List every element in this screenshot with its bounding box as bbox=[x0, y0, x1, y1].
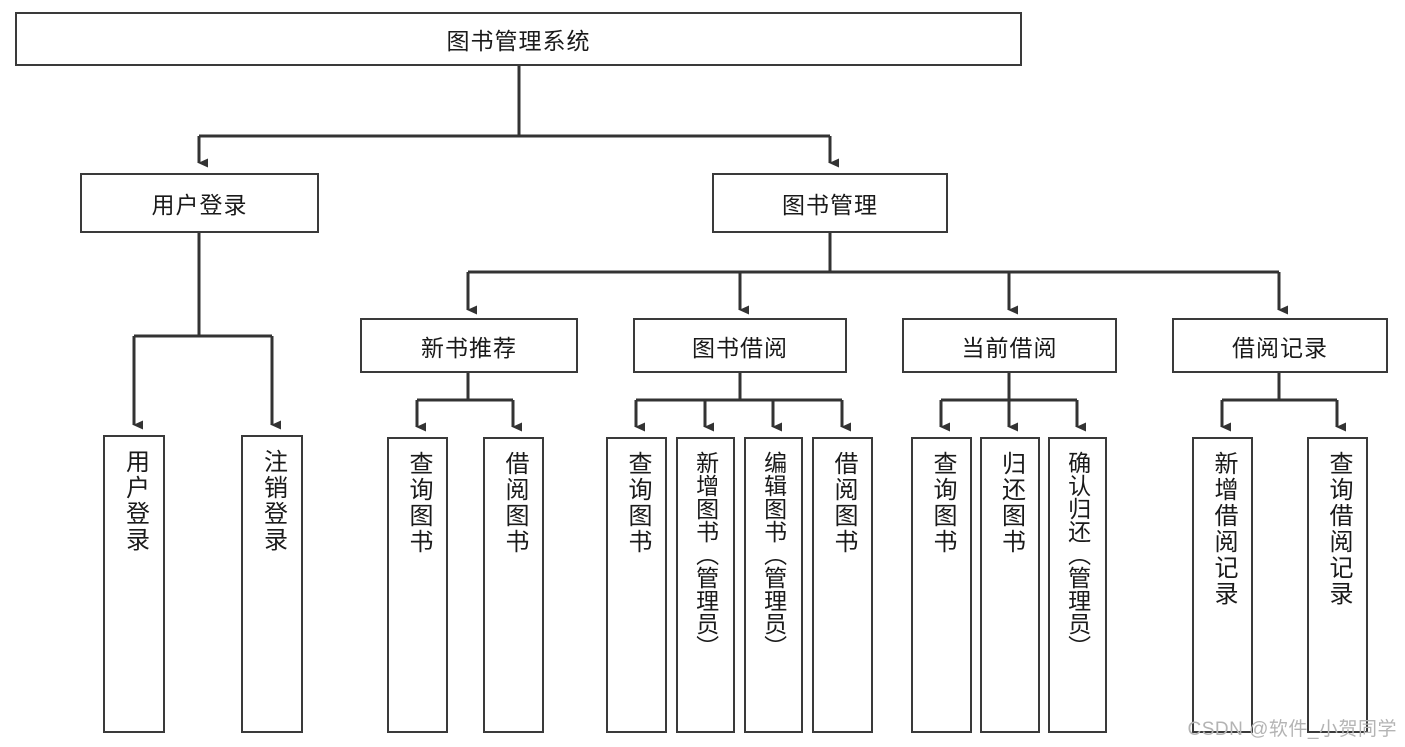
node-label: 新书推荐 bbox=[421, 334, 517, 361]
node-root-book-management-system[interactable]: 图书管理系统 bbox=[15, 12, 1022, 66]
node-leaf-add-book-admin[interactable]: 新增图书（管理员） bbox=[676, 437, 735, 733]
node-label: 编辑图书（管理员） bbox=[760, 451, 787, 658]
node-leaf-return-book[interactable]: 归还图书 bbox=[980, 437, 1040, 733]
node-new-book-recommend[interactable]: 新书推荐 bbox=[360, 318, 578, 373]
node-leaf-query-borrow-record[interactable]: 查询借阅记录 bbox=[1307, 437, 1368, 733]
node-label: 查询借阅记录 bbox=[1324, 451, 1352, 607]
node-leaf-query-book-current[interactable]: 查询图书 bbox=[911, 437, 972, 733]
node-leaf-user-login[interactable]: 用户登录 bbox=[103, 435, 165, 733]
node-label: 查询图书 bbox=[404, 451, 432, 555]
node-label: 确认归还（管理员） bbox=[1064, 451, 1091, 658]
node-leaf-query-book-borrow[interactable]: 查询图书 bbox=[606, 437, 667, 733]
node-borrow-record[interactable]: 借阅记录 bbox=[1172, 318, 1388, 373]
node-label: 查询图书 bbox=[623, 451, 651, 555]
node-label: 图书管理系统 bbox=[446, 28, 591, 54]
node-label: 图书管理 bbox=[782, 192, 878, 218]
node-label: 当前借阅 bbox=[961, 334, 1058, 361]
node-book-borrow[interactable]: 图书借阅 bbox=[633, 318, 847, 373]
node-label: 图书借阅 bbox=[692, 334, 788, 361]
node-label: 注销登录 bbox=[259, 449, 287, 553]
node-leaf-edit-book-admin[interactable]: 编辑图书（管理员） bbox=[744, 437, 803, 733]
node-leaf-add-borrow-record[interactable]: 新增借阅记录 bbox=[1192, 437, 1253, 733]
node-label: 用户登录 bbox=[121, 449, 149, 553]
watermark-text: CSDN @软件_小贺同学 bbox=[1187, 719, 1397, 740]
node-book-management[interactable]: 图书管理 bbox=[712, 173, 948, 233]
node-leaf-borrow-book-recommend[interactable]: 借阅图书 bbox=[483, 437, 544, 733]
node-label: 借阅图书 bbox=[500, 451, 528, 555]
node-leaf-confirm-return-admin[interactable]: 确认归还（管理员） bbox=[1048, 437, 1107, 733]
node-label: 归还图书 bbox=[997, 451, 1025, 555]
node-label: 新增借阅记录 bbox=[1209, 451, 1237, 607]
node-leaf-borrow-book[interactable]: 借阅图书 bbox=[812, 437, 873, 733]
node-user-login[interactable]: 用户登录 bbox=[80, 173, 319, 233]
node-label: 借阅记录 bbox=[1232, 334, 1328, 361]
node-label: 借阅图书 bbox=[829, 451, 857, 555]
node-leaf-logout-login[interactable]: 注销登录 bbox=[241, 435, 303, 733]
node-label: 新增图书（管理员） bbox=[692, 451, 719, 658]
node-label: 用户登录 bbox=[151, 192, 248, 218]
node-label: 查询图书 bbox=[928, 451, 956, 555]
node-leaf-query-book-recommend[interactable]: 查询图书 bbox=[387, 437, 448, 733]
node-current-borrow[interactable]: 当前借阅 bbox=[902, 318, 1117, 373]
